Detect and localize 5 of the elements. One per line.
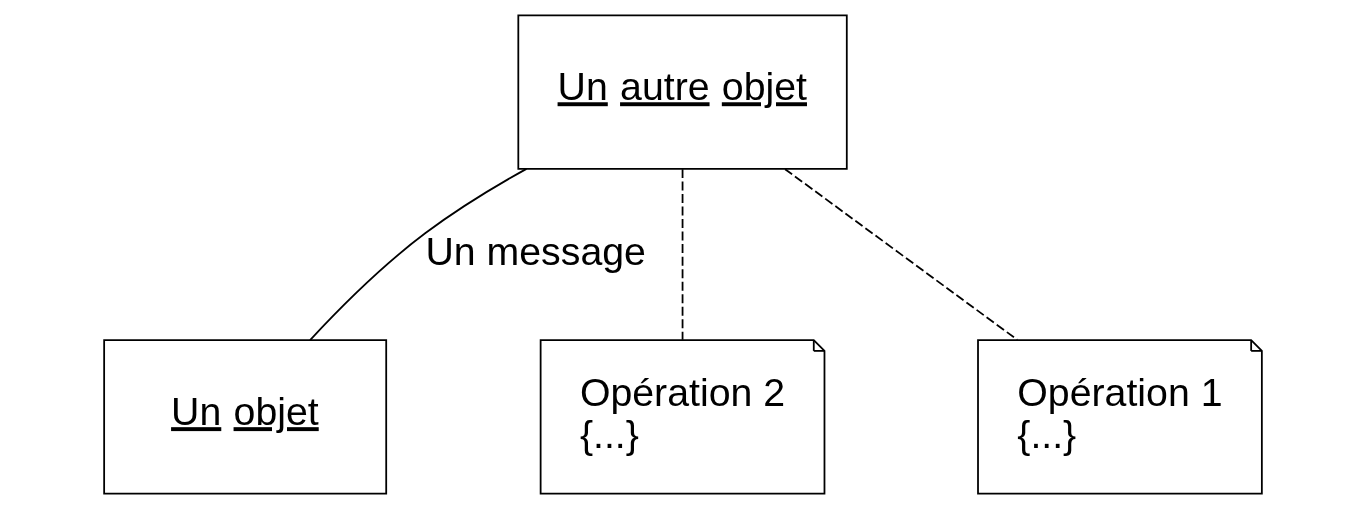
connector [681, 168, 684, 341]
edge-label: Un message [425, 228, 646, 273]
node-box: Un autre objet [517, 14, 848, 170]
connector [309, 167, 528, 341]
node-box: Un objet [103, 339, 388, 495]
